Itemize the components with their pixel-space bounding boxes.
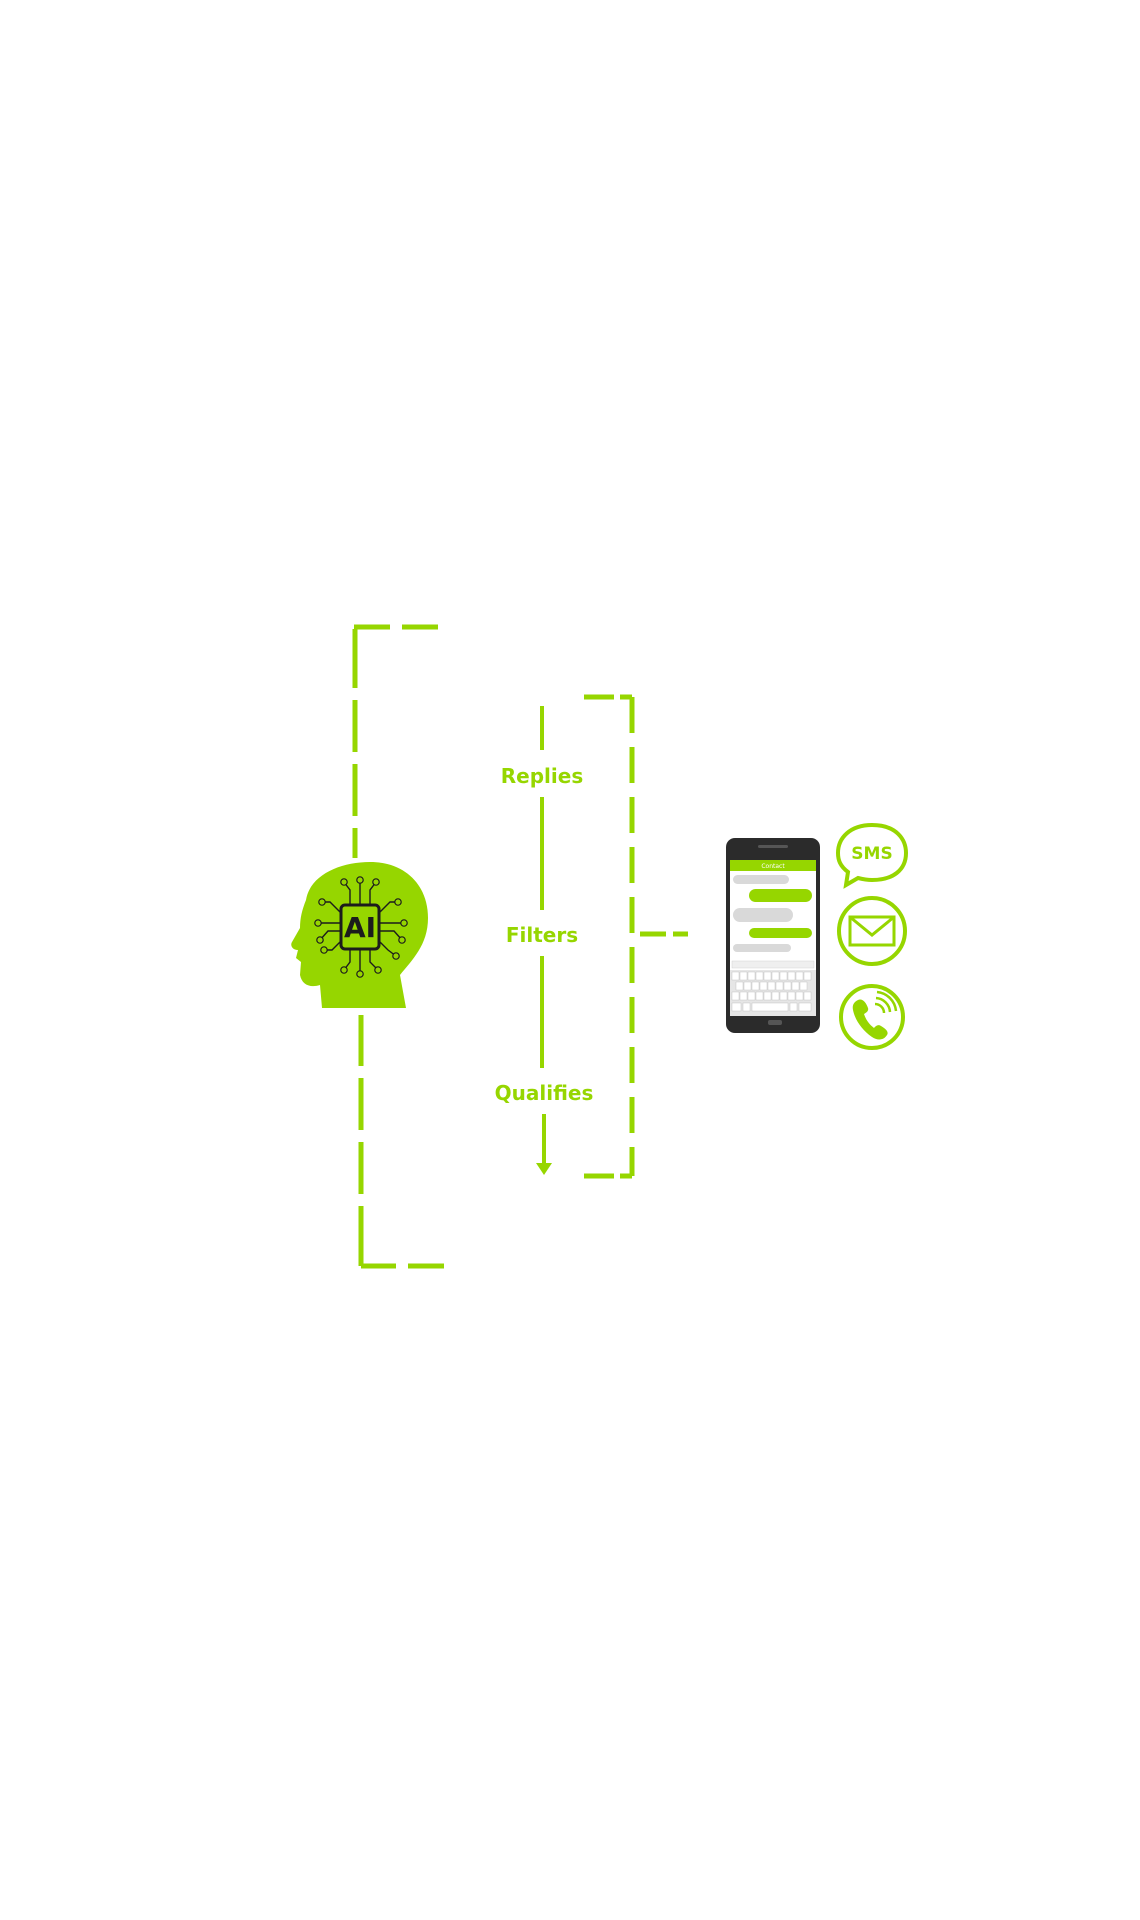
step-label-qualifies: Qualifies	[495, 1081, 594, 1105]
sms-label: SMS	[851, 844, 892, 864]
ai-chip-label: AI	[344, 911, 376, 944]
phone-keyboard	[731, 971, 812, 1012]
arrow-down-icon	[536, 1163, 552, 1175]
step-label-replies: Replies	[501, 764, 583, 788]
circuit-pattern	[314, 876, 408, 978]
smartphone-icon: Contact	[726, 838, 820, 1033]
email-icon	[837, 896, 907, 966]
sms-bubble-icon: SMS	[835, 822, 909, 889]
ai-chip-icon	[339, 903, 381, 951]
inner-bracket	[584, 694, 688, 1179]
outer-bracket	[352, 624, 444, 1269]
step-label-filters: Filters	[506, 923, 578, 947]
phone-header-title: Contact	[761, 863, 785, 870]
phone-call-icon	[839, 984, 905, 1050]
ai-head-icon: AI	[291, 862, 428, 1008]
steps-flow: Replies Filters Qualifies	[495, 706, 594, 1175]
